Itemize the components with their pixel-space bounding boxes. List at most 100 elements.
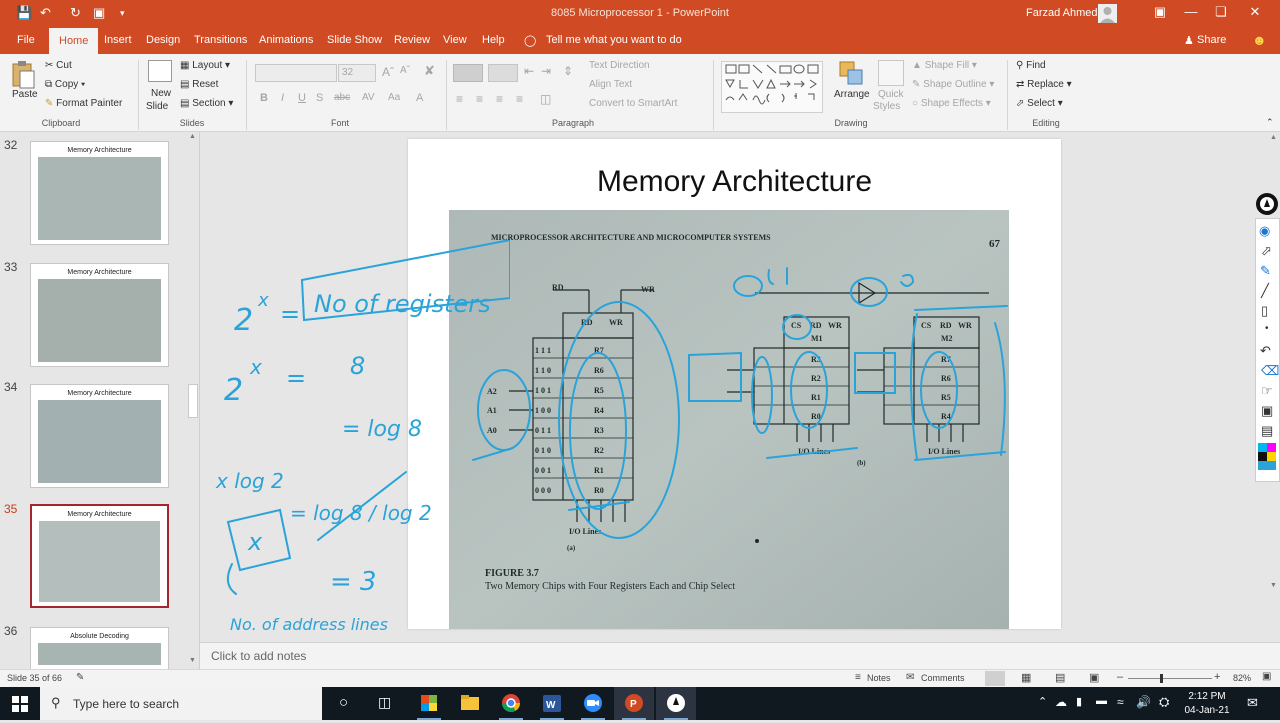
quick-styles-button[interactable]: Quick: [878, 89, 904, 100]
line-icon[interactable]: ╱: [1261, 283, 1269, 298]
slideshow-icon[interactable]: ▣: [1089, 672, 1100, 684]
change-case-icon[interactable]: Aa: [388, 92, 401, 103]
fit-slide-icon[interactable]: ▣: [1262, 671, 1272, 682]
paste-icon[interactable]: [10, 60, 36, 90]
replace-button[interactable]: ⇄ Replace ▾: [1016, 79, 1072, 90]
new-slide-icon[interactable]: [148, 60, 172, 82]
slide-thumbnail[interactable]: Memory Architecture: [30, 384, 169, 488]
slide-thumbnail[interactable]: Memory Architecture: [30, 263, 169, 367]
slide-thumbnail[interactable]: Absolute Decoding: [30, 627, 169, 669]
numbering-icon[interactable]: [488, 64, 518, 82]
cortana-icon[interactable]: ○: [339, 694, 349, 711]
wifi-icon[interactable]: ≈: [1117, 695, 1124, 709]
quick-styles-button-line2[interactable]: Styles: [873, 101, 901, 112]
slide-thumbnail[interactable]: Memory Architecture: [30, 141, 169, 245]
taskbar-word[interactable]: W: [532, 687, 572, 720]
taskbar-powerpoint[interactable]: P: [614, 687, 654, 720]
cursor-hand-icon[interactable]: ☞: [1261, 383, 1273, 398]
tab-insert[interactable]: Insert: [104, 34, 132, 46]
customize-qat-icon[interactable]: ▾: [120, 8, 125, 18]
slide-thumbnail-selected[interactable]: Memory Architecture: [30, 504, 169, 608]
find-button[interactable]: ⚲ Find: [1016, 60, 1046, 71]
strikethrough-icon[interactable]: abc: [334, 92, 351, 103]
zoom-in-icon[interactable]: +: [1214, 671, 1221, 683]
font-size-combo[interactable]: 32: [338, 64, 376, 82]
save-icon[interactable]: 💾: [16, 5, 33, 20]
redo-icon[interactable]: ↻: [70, 5, 81, 20]
restore-button[interactable]: ❏: [1215, 4, 1227, 19]
arrange-button[interactable]: Arrange: [834, 89, 870, 100]
char-spacing-icon[interactable]: AV: [362, 92, 375, 103]
align-text-button[interactable]: Align Text: [589, 79, 633, 90]
textbook-figure-photo[interactable]: MICROPROCESSOR ARCHITECTURE AND MICROCOM…: [449, 210, 1009, 629]
line-spacing-icon[interactable]: ⇕: [563, 64, 574, 78]
pen-app-logo-icon[interactable]: [1256, 193, 1278, 215]
clipboard-icon[interactable]: ▤: [1261, 423, 1274, 438]
shadow-icon[interactable]: S: [316, 92, 324, 104]
share-button[interactable]: Share: [1197, 34, 1227, 46]
text-direction-button[interactable]: Text Direction: [589, 60, 650, 71]
minimize-button[interactable]: —: [1184, 4, 1198, 19]
italic-icon[interactable]: I: [281, 92, 285, 104]
reset-button[interactable]: ▤ Reset: [180, 79, 219, 90]
format-painter-button[interactable]: ✎ Format Painter: [45, 98, 123, 109]
copy-button[interactable]: ⧉ Copy ▾: [45, 79, 86, 90]
shape-effects-button[interactable]: ○ Shape Effects ▾: [912, 98, 991, 109]
taskbar-office-app[interactable]: [409, 687, 449, 720]
taskbar-pen-app[interactable]: [656, 687, 696, 720]
eye-icon[interactable]: ◉: [1259, 223, 1271, 238]
language-icon[interactable]: ⛭: [1159, 694, 1170, 709]
notes-placeholder[interactable]: Click to add notes: [211, 649, 307, 663]
increase-indent-icon[interactable]: ⇥: [541, 64, 552, 78]
align-left-icon[interactable]: ≡: [456, 92, 464, 106]
new-slide-button[interactable]: New: [151, 88, 172, 99]
clear-format-icon[interactable]: ✘: [424, 63, 435, 78]
volume-icon[interactable]: 🔊: [1136, 695, 1151, 709]
taskbar-zoom[interactable]: [573, 687, 613, 720]
scroll-down-icon[interactable]: ▼: [189, 657, 196, 664]
tab-transitions[interactable]: Transitions: [194, 34, 248, 46]
close-button[interactable]: ✕: [1249, 4, 1261, 19]
reading-view-icon[interactable]: ▤: [1055, 672, 1066, 684]
section-button[interactable]: ▤ Section ▾: [180, 98, 234, 109]
avatar[interactable]: [1098, 4, 1117, 23]
underline-icon[interactable]: U: [298, 92, 306, 104]
align-center-icon[interactable]: ≡: [476, 92, 484, 106]
shrink-font-icon[interactable]: Aˇ: [400, 65, 410, 76]
collapse-ribbon-icon[interactable]: ⌃: [1266, 117, 1274, 127]
shapes-gallery[interactable]: [721, 61, 823, 113]
tray-chevron-icon[interactable]: ⌃: [1038, 696, 1048, 708]
windows-start-icon[interactable]: [12, 696, 28, 712]
scroll-down-icon[interactable]: ▼: [1270, 582, 1277, 589]
undo-icon[interactable]: ↶: [40, 5, 51, 20]
tab-design[interactable]: Design: [146, 34, 181, 46]
scroll-thumb[interactable]: [188, 384, 198, 418]
tab-slide-show[interactable]: Slide Show: [327, 34, 383, 46]
select-button[interactable]: ⬀ Select ▾: [1016, 98, 1063, 109]
tab-home[interactable]: Home: [49, 28, 99, 54]
zoom-level[interactable]: 82%: [1233, 673, 1252, 683]
zoom-out-icon[interactable]: –: [1117, 671, 1124, 683]
thumbnails-scrollbar[interactable]: ▲ ▼: [187, 132, 199, 669]
battery-icon[interactable]: ▮: [1076, 696, 1083, 708]
zoom-slider[interactable]: [1128, 678, 1212, 679]
scroll-up-icon[interactable]: ▲: [189, 133, 196, 140]
zoom-slider-thumb[interactable]: [1160, 674, 1163, 683]
taskbar-chrome[interactable]: [491, 687, 531, 720]
taskbar-file-explorer[interactable]: [450, 687, 490, 720]
normal-view-button[interactable]: [985, 671, 1005, 686]
justify-icon[interactable]: ≡: [516, 92, 524, 106]
paste-button[interactable]: Paste: [12, 89, 38, 100]
tab-view[interactable]: View: [443, 34, 467, 46]
ribbon-display-icon[interactable]: ▣: [1153, 4, 1167, 19]
bold-icon[interactable]: B: [260, 92, 268, 104]
usb-icon[interactable]: ▬: [1096, 695, 1107, 707]
trash-icon[interactable]: ⌫: [1261, 363, 1280, 378]
user-name[interactable]: Farzad Ahmed: [1026, 7, 1098, 19]
comments-button[interactable]: Comments: [921, 673, 965, 683]
tab-review[interactable]: Review: [394, 34, 431, 46]
color-cyan-swatch[interactable]: [1258, 443, 1267, 452]
taskbar-search-box[interactable]: ⚲ Type here to search: [40, 687, 322, 720]
notification-icon[interactable]: ✉: [1247, 695, 1258, 710]
smartart-button[interactable]: Convert to SmartArt: [589, 98, 678, 109]
